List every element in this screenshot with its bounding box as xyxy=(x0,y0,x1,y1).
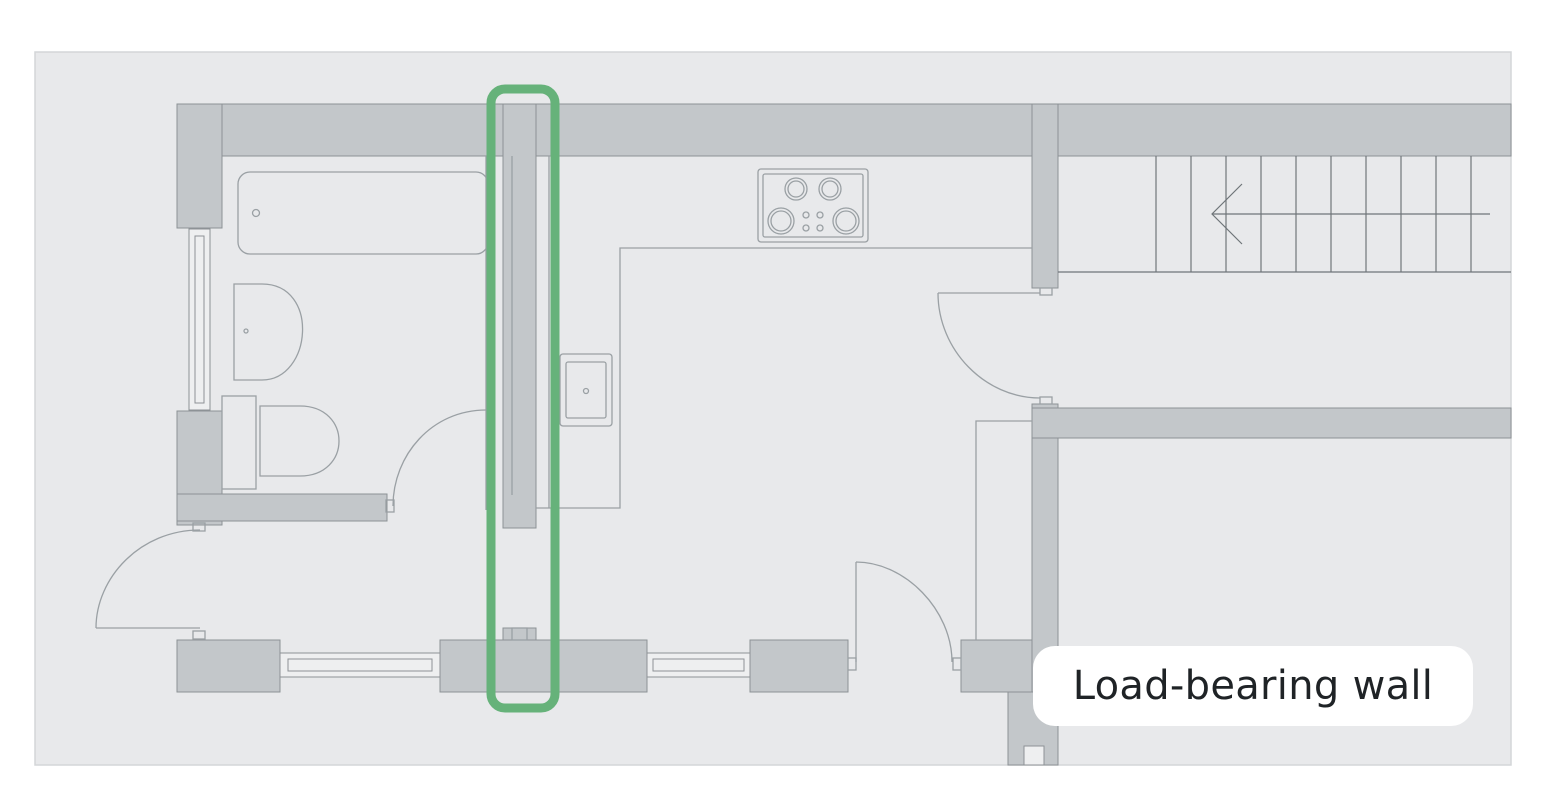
load-bearing-highlight xyxy=(486,84,560,713)
staircase xyxy=(1058,156,1511,273)
window-bottom-right xyxy=(646,652,751,678)
window-bottom-corridor xyxy=(1023,745,1045,766)
hall-door xyxy=(937,292,1041,399)
windows xyxy=(188,228,1045,766)
wall-load-bearing-upper xyxy=(502,103,537,529)
kitchen-door xyxy=(855,561,953,663)
wall-bottom-left xyxy=(176,639,281,693)
toilet-tank xyxy=(221,395,257,490)
wall-top-exterior xyxy=(176,103,1512,157)
window-left xyxy=(188,228,211,411)
closet-outline xyxy=(975,420,1032,640)
wall-left-upper xyxy=(176,103,223,229)
entry-door xyxy=(95,529,201,629)
wall-bathroom-bottom xyxy=(176,493,388,522)
wall-stair-left xyxy=(1031,103,1059,289)
bathroom-sink xyxy=(233,283,304,381)
stove xyxy=(757,168,869,243)
toilet-bowl xyxy=(259,405,340,477)
window-bottom-left xyxy=(279,652,441,678)
load-bearing-wall-callout: Load-bearing wall xyxy=(1033,646,1473,726)
wall-bottom-corridor xyxy=(960,639,1033,693)
bathroom-door xyxy=(392,409,487,507)
walls xyxy=(176,103,1512,766)
wall-bottom-right xyxy=(749,639,849,693)
wall-room-top xyxy=(1031,407,1512,439)
wall-bottom-middle xyxy=(439,639,648,693)
kitchen-counter xyxy=(536,247,1032,509)
kitchen-sink xyxy=(559,353,613,427)
